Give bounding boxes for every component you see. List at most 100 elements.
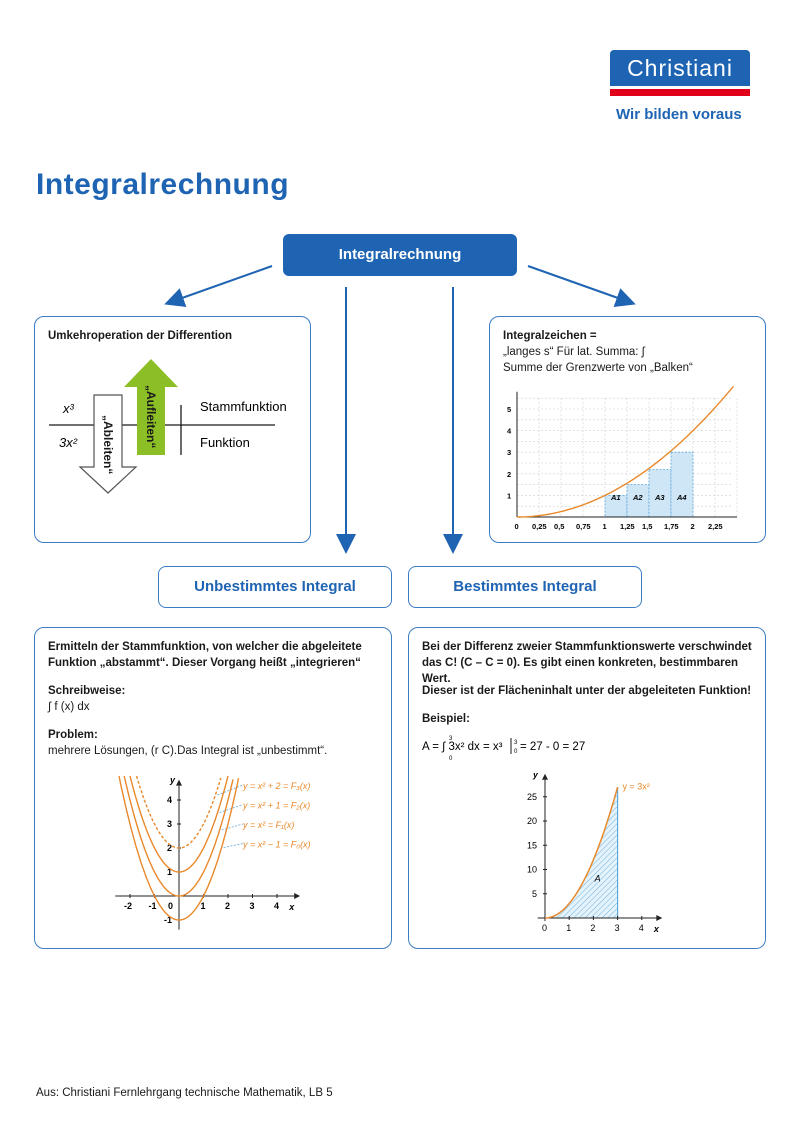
y-tick-label: 5 xyxy=(532,889,537,899)
x-tick-label: 1 xyxy=(566,923,571,933)
problem-heading: Problem: xyxy=(48,729,98,741)
x-axis-arrow xyxy=(656,915,663,921)
eval-lower-limit: 0 xyxy=(514,749,518,755)
y-tick-label: 1 xyxy=(507,491,511,500)
page-title: Integralrechnung xyxy=(36,168,290,201)
riemann-bar xyxy=(670,451,694,518)
riemann-bar-label: A2 xyxy=(632,493,643,502)
schreibweise-heading: Schreibweise: xyxy=(48,685,126,697)
x-tick-label: 4 xyxy=(274,901,279,911)
bestimmt-intro: Bei der Differenz zweier Stammfunktionsw… xyxy=(422,641,752,685)
area-under-curve xyxy=(545,787,618,918)
x-tick-label: 0 xyxy=(168,901,173,911)
y-tick-label: -1 xyxy=(164,915,172,925)
parabola-leader xyxy=(221,823,244,831)
arrow-to-right-panel xyxy=(527,265,636,308)
schreibweise-text: ∫ f (x) dx xyxy=(48,701,90,713)
parabola-curve xyxy=(118,775,240,921)
parabola-label: y = x² + 2 = F₃(x) xyxy=(242,781,310,791)
formula-left: A = ∫ 3x² dx = x³ xyxy=(422,741,503,753)
center-topic-box: Integralrechnung xyxy=(283,234,517,276)
ableiten-aufleiten-diagram: „Aufleiten“ „Ableiten“ x³ 3x² Stammfunkt… xyxy=(49,359,287,494)
problem-text: mehrere Lösungen, (r C).Das Integral ist… xyxy=(48,745,328,757)
parabola-label: y = x² − 1 = F₀(x) xyxy=(242,840,311,850)
x3-label: x³ xyxy=(62,401,75,416)
x-tick-label: 1 xyxy=(201,901,206,911)
logo-tagline: Wir bilden voraus xyxy=(616,106,742,123)
integralzeichen-text: Integralzeichen = „langes s“ Für lat. Su… xyxy=(503,328,693,376)
panel-integralzeichen: Integralzeichen = „langes s“ Für lat. Su… xyxy=(489,316,766,543)
aufleiten-label: „Aufleiten“ xyxy=(144,385,158,448)
x-tick-label: 2,25 xyxy=(708,522,723,531)
y-tick-label: 4 xyxy=(507,427,512,436)
riemann-bar-label: A3 xyxy=(654,493,665,502)
integralzeichen-line2: „langes s“ Für lat. Summa: ∫ xyxy=(503,346,645,358)
y-tick-label: 3 xyxy=(167,819,172,829)
x-tick-label: 4 xyxy=(639,923,644,933)
ableiten-label: „Ableiten“ xyxy=(101,415,115,474)
x-origin-label: 0 xyxy=(542,923,547,933)
arrow-to-left-panel xyxy=(164,265,273,308)
riemann-bar-label: A4 xyxy=(676,493,687,502)
x-tick-label: 0 xyxy=(515,522,519,531)
y-axis-label: y xyxy=(169,775,176,785)
parabola-label: y = x² = F₁(x) xyxy=(242,820,294,830)
x-axis-arrow xyxy=(294,893,301,899)
3x2-label: 3x² xyxy=(59,435,78,450)
x-tick-label: 1,75 xyxy=(664,522,679,531)
x-tick-label: 1 xyxy=(603,522,607,531)
x-tick-label: 1,25 xyxy=(620,522,635,531)
panel-umkehroperation: Umkehroperation der Differention „Auflei… xyxy=(34,316,311,543)
panel-bestimmtes-integral: Bei der Differenz zweier Stammfunktionsw… xyxy=(408,627,766,949)
y-tick-label: 15 xyxy=(527,840,537,850)
x-tick-label: 2 xyxy=(225,901,230,911)
x-tick-label: 1,5 xyxy=(642,522,652,531)
y-tick-label: 1 xyxy=(167,867,172,877)
y-tick-label: 2 xyxy=(167,843,172,853)
y-tick-label: 2 xyxy=(507,470,511,479)
parabola-leader xyxy=(223,843,244,848)
funktion-label: Funktion xyxy=(200,435,250,450)
y-tick-label: 20 xyxy=(527,816,537,826)
example-formula: A = ∫ 3x² dx = x³ 3 0 3 0 = 27 - 0 = 27 xyxy=(422,736,585,762)
parabola-label: y = x² + 1 = F₂(x) xyxy=(242,801,310,811)
riemann-curve xyxy=(517,385,735,518)
x-tick-label: 2 xyxy=(590,923,595,933)
integral-lower-limit: 0 xyxy=(449,756,453,762)
x-tick-label: -2 xyxy=(124,901,132,911)
x-axis-label: x xyxy=(288,902,295,912)
christiani-logo: Christiani xyxy=(610,50,750,86)
eval-upper-limit: 3 xyxy=(514,740,518,746)
ableiten-arrow xyxy=(78,394,138,494)
aufleiten-arrow xyxy=(124,359,178,455)
panel-unbestimmtes-integral: Ermitteln der Stammfunktion, von welcher… xyxy=(34,627,392,949)
x-tick-label: 0,5 xyxy=(554,522,564,531)
x-axis-label: x xyxy=(653,924,660,934)
curve-label: y = 3x² xyxy=(622,781,649,791)
bestimmtes-integral-box: Bestimmtes Integral xyxy=(408,566,642,608)
logo-red-stripe xyxy=(610,89,750,96)
riemann-bar xyxy=(626,484,650,518)
y-tick-label: 10 xyxy=(527,865,537,875)
integralzeichen-line1: Integralzeichen = xyxy=(503,330,597,342)
parabola-leader xyxy=(217,784,244,796)
formula-right: = 27 - 0 = 27 xyxy=(520,741,585,753)
y-tick-label: 4 xyxy=(167,795,172,805)
integral-upper-limit: 3 xyxy=(449,736,453,742)
y-tick-label: 3 xyxy=(507,448,511,457)
y-tick-label: 25 xyxy=(527,792,537,802)
y-axis-arrow xyxy=(542,773,548,780)
curve-3x2 xyxy=(545,786,619,919)
connector-arrows xyxy=(164,265,636,554)
unbestimmtes-integral-box: Unbestimmtes Integral xyxy=(158,566,392,608)
parabola-curve xyxy=(129,775,229,873)
stammfunktion-label: Stammfunktion xyxy=(200,399,287,414)
unbestimmt-intro: Ermitteln der Stammfunktion, von welcher… xyxy=(48,641,362,669)
flaecheninhalt-text: Dieser ist der Flächeninhalt unter der a… xyxy=(422,685,752,697)
parabola-curve xyxy=(135,775,222,849)
area-label: A xyxy=(594,874,601,884)
footer-source: Aus: Christiani Fernlehrgang technische … xyxy=(36,1087,333,1099)
